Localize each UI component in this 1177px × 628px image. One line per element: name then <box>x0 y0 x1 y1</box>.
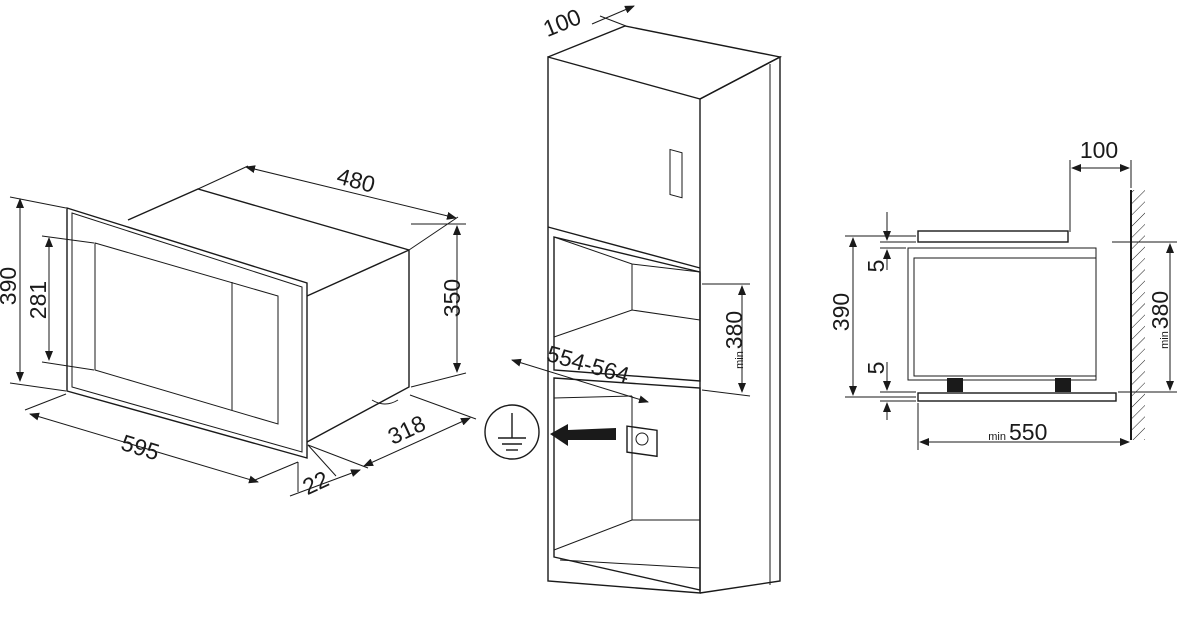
top-gap-label: 100 <box>539 3 584 41</box>
microwave-drawing <box>66 188 410 459</box>
side-view-drawing <box>907 190 1145 440</box>
niche-width-label: 554-564 <box>544 340 633 388</box>
depth-label: 480 <box>334 163 378 198</box>
niche-height-label: 380 <box>721 311 747 349</box>
window-height-label: 281 <box>25 281 51 319</box>
body-depth-label: 318 <box>384 410 430 450</box>
niche-depth-min-label: min <box>988 431 1006 443</box>
niche-depth-label: 550 <box>1009 419 1047 445</box>
niche-height-min-label: min <box>734 351 746 369</box>
frame-depth-label: 22 <box>299 466 333 500</box>
microwave-dimensions: 390 281 595 480 350 318 22 <box>0 163 477 500</box>
ground-symbol-icon <box>484 404 540 460</box>
rear-gap-label: 100 <box>1080 137 1118 163</box>
width-label: 595 <box>118 429 162 465</box>
niche-height-side-label: 380 <box>1147 291 1173 329</box>
niche-height-side-min-label: min <box>1159 331 1171 349</box>
power-socket-icon <box>626 425 658 458</box>
body-height-label: 350 <box>439 279 465 317</box>
cabinet-drawing <box>547 25 783 594</box>
total-height-label: 390 <box>828 293 854 331</box>
bottom-gap-5-label: 5 <box>863 362 889 375</box>
side-view-dimensions: 100 5 390 5 380 min min 550 <box>828 137 1177 450</box>
ground-connection <box>484 404 658 460</box>
microwave-height-label: 390 <box>0 267 21 305</box>
arrow-left-icon <box>550 424 616 446</box>
top-gap-5-label: 5 <box>863 260 889 273</box>
